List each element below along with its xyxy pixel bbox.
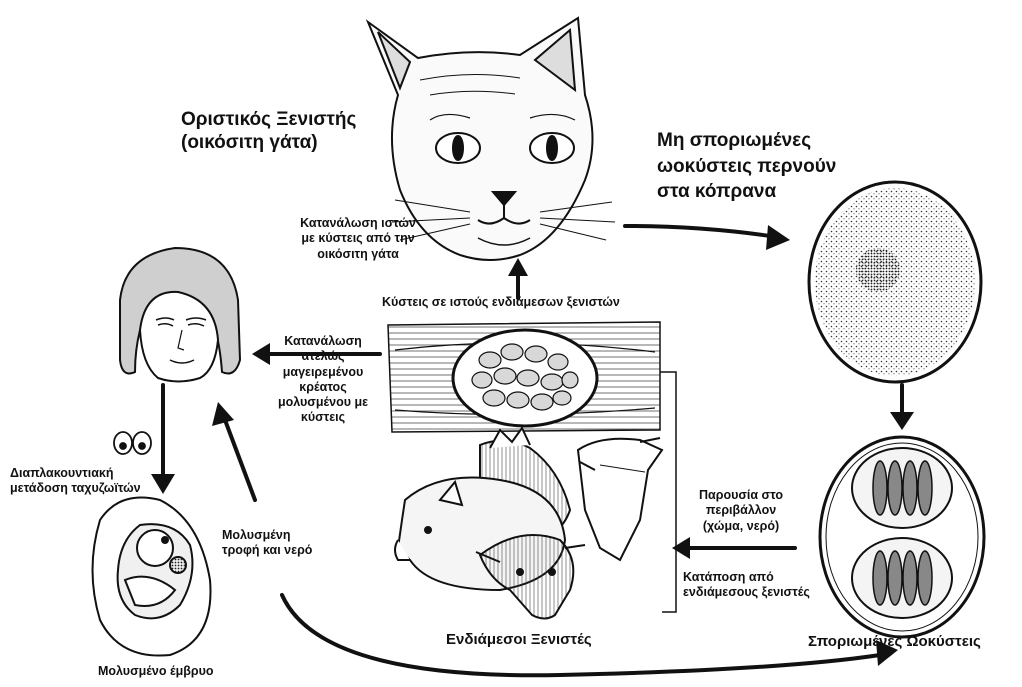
undercooked-meat-label: Κατανάλωση ατελώς μαγειρεμένου κρέατος μ… [268, 334, 378, 426]
undercooked-line-4: κρέατος [268, 380, 378, 395]
definitive-host-label: Οριστικός Ξενιστής (οικόσιτη γάτα) [181, 108, 356, 154]
intermediate-hosts-illustration [395, 428, 662, 619]
transplacental-label: Διαπλακουντιακή μετάδοση ταχυζωϊτών [10, 466, 141, 497]
definitive-host-line-2: (οικόσιτη γάτα) [181, 131, 356, 154]
intermediate-hosts-label: Ενδιάμεσοι Ξενιστές [446, 631, 592, 649]
food-water-line-2: τροφή και νερό [222, 543, 312, 558]
tachyzoite-icon [114, 432, 151, 454]
cat-tissue-line-1: Κατανάλωση ιστών [291, 216, 425, 231]
transplacental-line-1: Διαπλακουντιακή [10, 466, 141, 481]
ingestion-line-2: ενδιάμεσους ξενιστές [683, 585, 810, 600]
undercooked-line-3: μαγειρεμένου [268, 365, 378, 380]
unsporulated-line-1: Μη σποριωμένες [657, 128, 836, 154]
undercooked-line-6: κύστεις [268, 410, 378, 425]
environment-line-2: περιβάλλον [686, 503, 796, 518]
sporulated-oocyst [820, 437, 984, 637]
infected-fetus-label: Μολυσμένο έμβρυο [98, 664, 214, 679]
food-water-line-1: Μολυσμένη [222, 528, 312, 543]
tissue-cysts-label: Κύστεις σε ιστούς ενδιάμεσων ξενιστών [382, 295, 620, 310]
unsporulated-oocyst [809, 182, 981, 382]
cat-tissue-line-2: με κύστεις από την [291, 231, 425, 246]
food-water-label: Μολυσμένη τροφή και νερό [222, 528, 312, 559]
transplacental-line-2: μετάδοση ταχυζωϊτών [10, 481, 141, 496]
definitive-host-line-1: Οριστικός Ξενιστής [181, 108, 356, 131]
cat-tissue-line-3: οικόσιτη γάτα [291, 247, 425, 262]
human-head-illustration [120, 248, 240, 382]
environment-label: Παρουσία στο περιβάλλον (χώμα, νερό) [686, 488, 796, 534]
undercooked-line-5: μολυσμένου με [268, 395, 378, 410]
environment-line-3: (χώμα, νερό) [686, 519, 796, 534]
environment-line-1: Παρουσία στο [686, 488, 796, 503]
sporulated-oocysts-label: Σποριωμένες Ωοκύστεις [808, 633, 981, 651]
ingestion-label: Κατάποση από ενδιάμεσους ξενιστές [683, 570, 810, 601]
cat-tissue-ingestion-label: Κατανάλωση ιστών με κύστεις από την οικό… [291, 216, 425, 262]
unsporulated-line-3: στα κόπρανα [657, 179, 836, 205]
infected-fetus-illustration [93, 498, 211, 656]
undercooked-line-2: ατελώς [268, 349, 378, 364]
undercooked-line-1: Κατανάλωση [268, 334, 378, 349]
ingestion-line-1: Κατάποση από [683, 570, 810, 585]
unsporulated-line-2: ωοκύστεις περνούν [657, 154, 836, 180]
unsporulated-oocysts-label: Μη σποριωμένες ωοκύστεις περνούν στα κόπ… [657, 128, 836, 205]
